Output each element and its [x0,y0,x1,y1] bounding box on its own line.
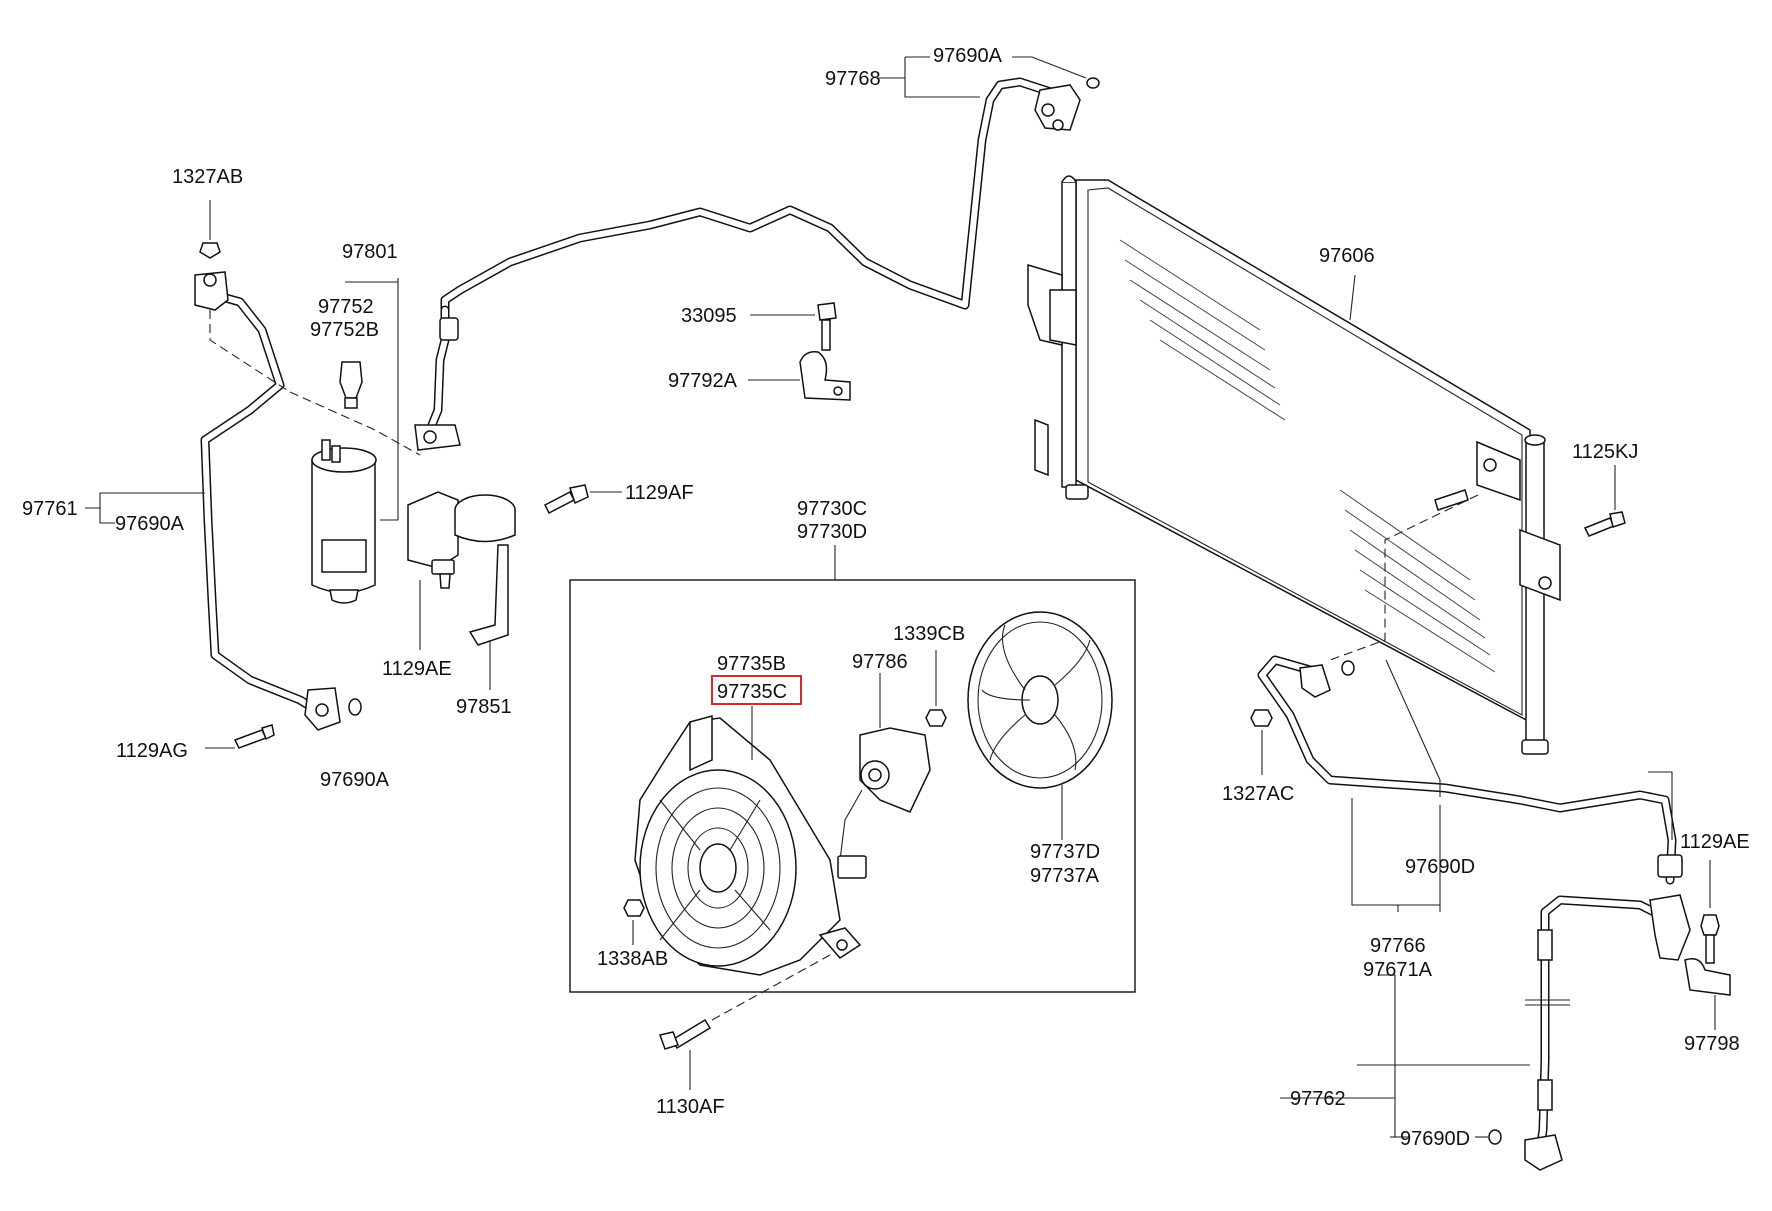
label-97737d: 97737D [1030,841,1100,863]
label-97671a: 97671A [1363,959,1433,981]
label-97690a-top: 97690A [933,45,1003,67]
label-97766: 97766 [1370,935,1426,957]
label-97752b: 97752B [310,319,379,341]
label-97786: 97786 [852,651,908,673]
bolt-1130af [659,1018,712,1050]
fan-assembly-box [569,579,1136,993]
nut-1339cb [925,709,947,727]
label-97690d-bottom: 97690D [1400,1128,1470,1150]
clip-97792a [799,350,851,401]
label-97798: 97798 [1684,1033,1740,1055]
label-97690d-mid: 97690D [1405,856,1475,878]
label-33095: 33095 [681,305,737,327]
condenser-fins-lower [1339,489,1496,673]
discharge-pipe-97768 [414,77,1100,451]
condenser-97606 [1027,175,1561,755]
label-97761: 97761 [22,498,78,520]
label-97851: 97851 [456,696,512,718]
label-97730c: 97730C [797,498,867,520]
label-1130af: 1130AF [656,1096,725,1118]
highlight-box-97735c [711,675,802,705]
fan-motor-97786 [837,727,931,879]
bolt-33095 [817,302,837,351]
bolt-1125kj [1583,511,1626,537]
label-97762: 97762 [1290,1088,1346,1110]
fan-blade-97737 [967,611,1113,789]
label-97735c: 97735C [717,681,787,703]
bolt-1129af [543,484,589,515]
bolt-1129ag [233,724,275,749]
clip-97798 [1684,958,1731,996]
condenser-fins-upper [1119,239,1286,421]
liquid-pipe-97766 [1257,655,1683,885]
label-1129af: 1129AF [625,482,694,504]
label-1129ag: 1129AG [116,740,188,762]
label-1339cb: 1339CB [893,623,965,645]
label-97730d: 97730D [797,521,867,543]
nut-1338ab [623,899,645,917]
fan-shroud-97735 [634,715,862,976]
label-97792a: 97792A [668,370,738,392]
label-1327ac: 1327AC [1222,783,1294,805]
label-1129ae-left: 1129AE [382,658,452,680]
label-97737a: 97737A [1030,865,1100,887]
label-1338ab: 1338AB [597,948,668,970]
suction-pipe-97761 [194,271,362,731]
label-97690a-bottom: 97690A [320,769,390,791]
drier-bracket-97851 [407,491,516,646]
label-1125kj: 1125KJ [1572,441,1638,463]
bolt-1129ae-right [1700,914,1720,964]
liquid-pipe-97762 [1488,894,1691,1171]
part-labels: 97690A 97768 1327AB 97801 97752 97752B 3… [22,45,1750,1150]
label-97606: 97606 [1319,245,1375,267]
label-1327ab: 1327AB [172,166,243,188]
label-97768: 97768 [825,68,881,90]
label-97690a-left: 97690A [115,513,185,535]
label-97752: 97752 [318,296,374,318]
label-1129ae-right: 1129AE [1680,831,1750,853]
label-97735b: 97735B [717,653,786,675]
receiver-drier-97801 [311,361,377,604]
nut-1327ac [1250,709,1273,727]
label-97801: 97801 [342,241,398,263]
